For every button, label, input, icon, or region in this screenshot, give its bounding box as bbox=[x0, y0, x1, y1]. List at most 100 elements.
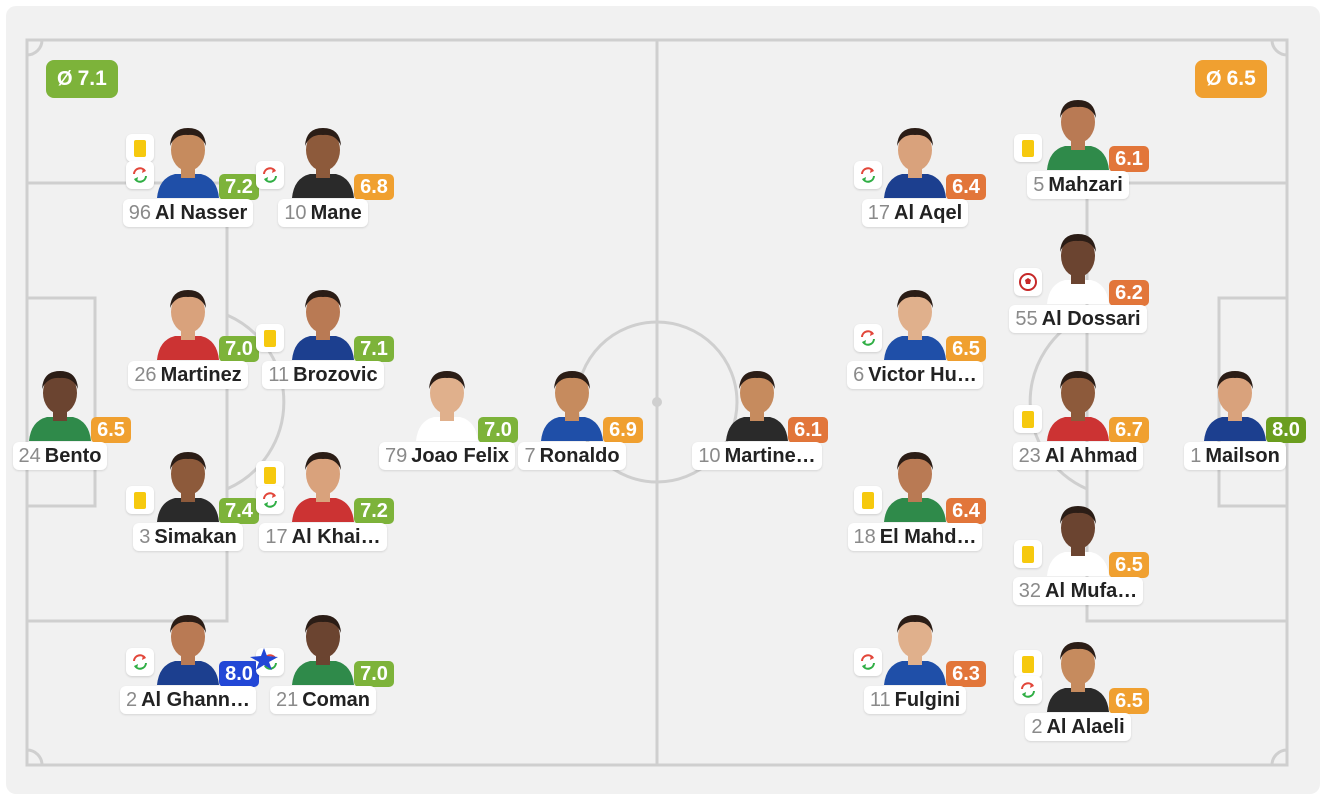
yellow-card-event bbox=[854, 486, 882, 514]
player-rating-badge: 7.0 bbox=[478, 417, 518, 443]
player-photo bbox=[1200, 363, 1270, 441]
player-name: Martine… bbox=[724, 444, 816, 467]
player-photo bbox=[1043, 92, 1113, 170]
yellow-card-icon bbox=[264, 466, 276, 484]
player-name: El Mahd… bbox=[879, 525, 977, 548]
player-photo bbox=[288, 120, 358, 198]
player-photo-icon bbox=[157, 128, 219, 198]
player-photo bbox=[880, 607, 950, 685]
player-photo bbox=[1043, 363, 1113, 441]
player-rating-badge: 6.1 bbox=[788, 417, 828, 443]
substitution-icon bbox=[861, 654, 875, 670]
jersey-number: 21 bbox=[275, 688, 299, 711]
player-name: Coman bbox=[302, 688, 371, 711]
player-name: Al Ghann… bbox=[141, 688, 250, 711]
player-rating-badge: 6.4 bbox=[946, 174, 986, 200]
player-photo bbox=[537, 363, 607, 441]
player-photo-icon bbox=[726, 371, 788, 441]
player-photo-icon bbox=[157, 615, 219, 685]
substitution-icon bbox=[133, 654, 147, 670]
home-average-value: 7.1 bbox=[77, 67, 107, 90]
yellow-card-icon bbox=[1022, 545, 1034, 563]
player-photo-icon bbox=[884, 128, 946, 198]
substitution-event bbox=[256, 161, 284, 189]
jersey-number: 17 bbox=[867, 201, 891, 224]
player-name: Al Alaeli bbox=[1046, 715, 1125, 738]
jersey-number: 96 bbox=[128, 201, 151, 224]
player-rating-badge: 6.5 bbox=[1109, 552, 1149, 578]
jersey-number: 10 bbox=[284, 201, 307, 224]
player-rating-badge: 6.5 bbox=[946, 336, 986, 362]
yellow-card-icon bbox=[264, 329, 276, 347]
player-photo-icon bbox=[292, 452, 354, 522]
player-name: Ronaldo bbox=[539, 444, 620, 467]
player-photo-icon bbox=[1047, 371, 1109, 441]
player-photo-icon bbox=[1047, 234, 1109, 304]
player-photo-icon bbox=[1047, 642, 1109, 712]
substitution-icon bbox=[263, 492, 277, 508]
substitution-icon bbox=[861, 167, 875, 183]
player-name: Al Nasser bbox=[154, 201, 248, 224]
jersey-number: 7 bbox=[524, 444, 536, 467]
player-rating-badge: 6.3 bbox=[946, 661, 986, 687]
player-rating-badge: 7.2 bbox=[354, 498, 394, 524]
player-rating-badge: 7.0 bbox=[354, 661, 394, 687]
player-photo-icon bbox=[1204, 371, 1266, 441]
substitution-icon bbox=[133, 167, 147, 183]
jersey-number: 2 bbox=[1031, 715, 1043, 738]
player-photo bbox=[880, 444, 950, 522]
player-name: Brozovic bbox=[293, 363, 378, 386]
away-average-value: 6.5 bbox=[1226, 67, 1256, 90]
yellow-card-event bbox=[256, 324, 284, 352]
player-photo-icon bbox=[541, 371, 603, 441]
player-photo bbox=[1043, 226, 1113, 304]
substitution-event bbox=[126, 648, 154, 676]
player-photo bbox=[880, 120, 950, 198]
player-photo-icon bbox=[29, 371, 91, 441]
player-photo bbox=[1043, 498, 1113, 576]
player-photo-icon bbox=[157, 452, 219, 522]
jersey-number: 11 bbox=[869, 688, 891, 711]
yellow-card-event bbox=[1014, 405, 1042, 433]
substitution-icon bbox=[263, 167, 277, 183]
player-name: Mane bbox=[310, 201, 362, 224]
player-rating-badge: 6.5 bbox=[1109, 688, 1149, 714]
